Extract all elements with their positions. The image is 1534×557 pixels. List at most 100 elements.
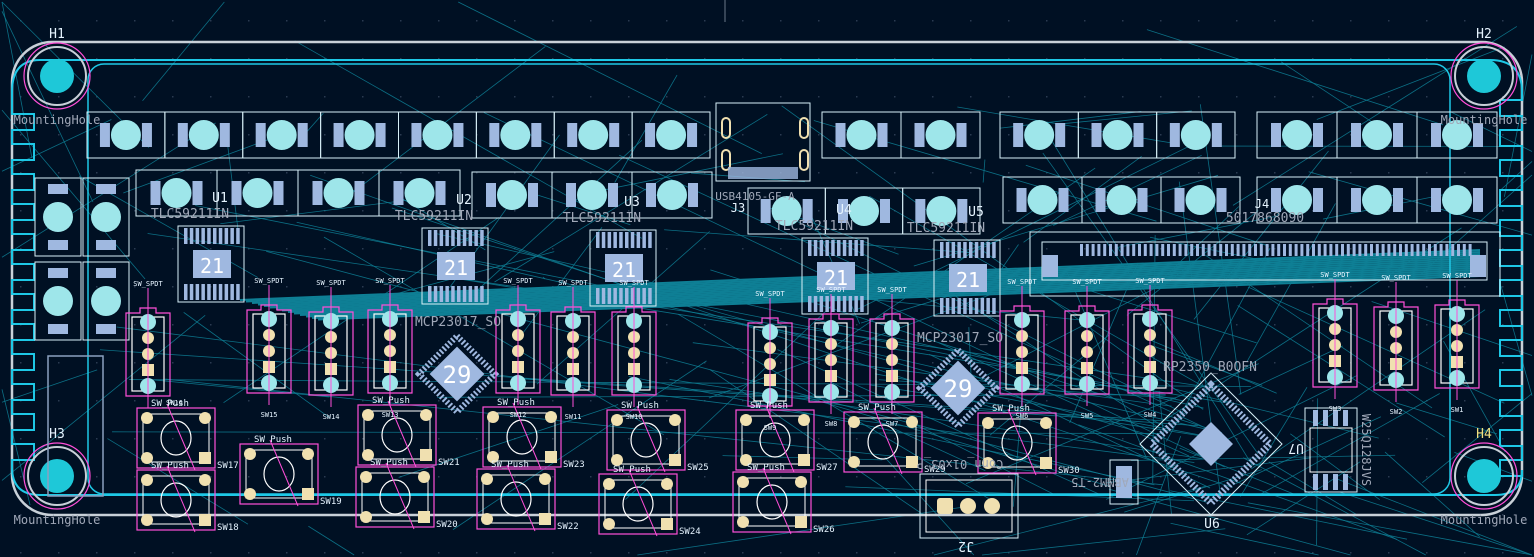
led[interactable] (297, 169, 380, 217)
flash-U7[interactable] (1304, 407, 1358, 493)
led[interactable] (378, 169, 461, 217)
ratsnest-bus-line (293, 267, 1481, 315)
spdt-switch-SW10[interactable] (611, 287, 657, 407)
spdt-switch-SW7[interactable] (869, 294, 915, 414)
push-switch-SW29[interactable] (843, 407, 923, 475)
mcu[interactable] (1139, 372, 1283, 516)
grid-dot (248, 172, 250, 174)
spdt-switch-SW2[interactable] (1373, 282, 1419, 402)
usb-connector[interactable] (715, 102, 811, 182)
spdt-switch-SW11[interactable] (550, 287, 596, 407)
ic-U4[interactable] (801, 237, 869, 315)
grid-dot (590, 400, 592, 402)
led[interactable] (821, 111, 902, 159)
spdt-switch-SW13[interactable] (367, 285, 413, 405)
spdt-switch-SW8[interactable] (808, 294, 854, 414)
qfn-pin-count: 29 (944, 375, 973, 403)
led[interactable] (242, 111, 322, 159)
led[interactable] (553, 111, 633, 159)
flash-courtyard (1304, 407, 1358, 493)
led[interactable] (1256, 111, 1338, 159)
led[interactable] (902, 187, 981, 235)
display-connector[interactable] (1029, 231, 1501, 297)
led[interactable] (1336, 111, 1418, 159)
led[interactable] (471, 171, 553, 219)
push-switch-SW21[interactable] (357, 400, 437, 468)
push-switch-SW30[interactable] (977, 408, 1057, 476)
led[interactable] (1077, 111, 1158, 159)
spdt-value: SW_SPDT (619, 279, 649, 287)
led[interactable] (1336, 176, 1418, 224)
push-switch-SW22[interactable] (476, 464, 556, 532)
grid-dot (476, 324, 478, 326)
led[interactable] (216, 169, 299, 217)
spdt-switch-SW5[interactable] (1064, 286, 1110, 406)
ic-U5[interactable] (933, 239, 1001, 317)
expander-2[interactable] (915, 345, 1001, 431)
led[interactable] (631, 171, 713, 219)
grid-dot (704, 324, 706, 326)
push-switch-SW20[interactable] (355, 462, 435, 530)
push-pin (906, 416, 918, 428)
led[interactable] (1156, 111, 1236, 159)
led[interactable] (164, 111, 244, 159)
spdt-switch-SW16[interactable] (125, 288, 171, 408)
push-switch-SW25[interactable] (606, 405, 686, 473)
spdt-value: SW_SPDT (133, 280, 163, 288)
led[interactable] (475, 111, 555, 159)
led-pad (1091, 123, 1102, 147)
led[interactable] (320, 111, 399, 159)
led[interactable] (1160, 176, 1241, 224)
ic-pin (462, 286, 467, 302)
spdt-switch-SW9[interactable] (747, 298, 793, 418)
push-switch-SW24[interactable] (598, 469, 678, 537)
spdt-switch-SW1[interactable] (1434, 280, 1480, 400)
push-switch-SW19[interactable] (239, 439, 319, 507)
push-actuator (379, 479, 411, 515)
spdt-switch-SW15[interactable] (246, 285, 292, 405)
grid-dot (1426, 324, 1428, 326)
led[interactable] (631, 111, 711, 159)
spdt-ref: SW15 (261, 411, 278, 419)
grid-dot (362, 96, 364, 98)
led[interactable] (34, 261, 82, 341)
mounting-hole-H4[interactable] (1450, 442, 1518, 510)
push-anchor-line (506, 464, 536, 532)
expander-1[interactable] (414, 331, 500, 417)
mounting-hole-H1[interactable] (23, 42, 91, 110)
spdt-switch-SW6[interactable] (999, 286, 1045, 406)
ic-U1[interactable] (177, 225, 245, 303)
spdt-switch-SW14[interactable] (308, 287, 354, 407)
ic-U3[interactable] (589, 229, 657, 307)
spdt-switch-SW4[interactable] (1127, 285, 1173, 405)
led[interactable] (398, 111, 477, 159)
led[interactable] (999, 111, 1079, 159)
led[interactable] (34, 177, 82, 257)
header-J2[interactable] (919, 473, 1019, 539)
push-switch-SW18[interactable] (136, 465, 216, 533)
led[interactable] (1081, 176, 1162, 224)
spdt-switch-SW3[interactable] (1312, 279, 1358, 399)
grid-dot (1350, 286, 1352, 288)
push-switch-SW27[interactable] (735, 405, 815, 473)
grid-dot (1426, 438, 1428, 440)
led-pad (528, 183, 538, 207)
mounting-hole-H2[interactable] (1450, 42, 1518, 110)
led[interactable] (1416, 176, 1498, 224)
led[interactable] (82, 261, 130, 341)
led[interactable] (82, 177, 130, 257)
ic-U2[interactable] (421, 227, 489, 305)
push-switch-SW23[interactable] (482, 402, 562, 470)
spdt-switch-SW12[interactable] (495, 285, 541, 405)
led[interactable] (1416, 111, 1498, 159)
led[interactable] (900, 111, 981, 159)
led[interactable] (135, 169, 218, 217)
push-switch-SW17[interactable] (136, 403, 216, 471)
connector-anchor-pad (1470, 255, 1486, 277)
mounting-hole-H3[interactable] (23, 442, 91, 510)
regulator[interactable] (1109, 459, 1139, 505)
led[interactable] (1002, 176, 1083, 224)
push-switch-SW26[interactable] (732, 467, 812, 535)
